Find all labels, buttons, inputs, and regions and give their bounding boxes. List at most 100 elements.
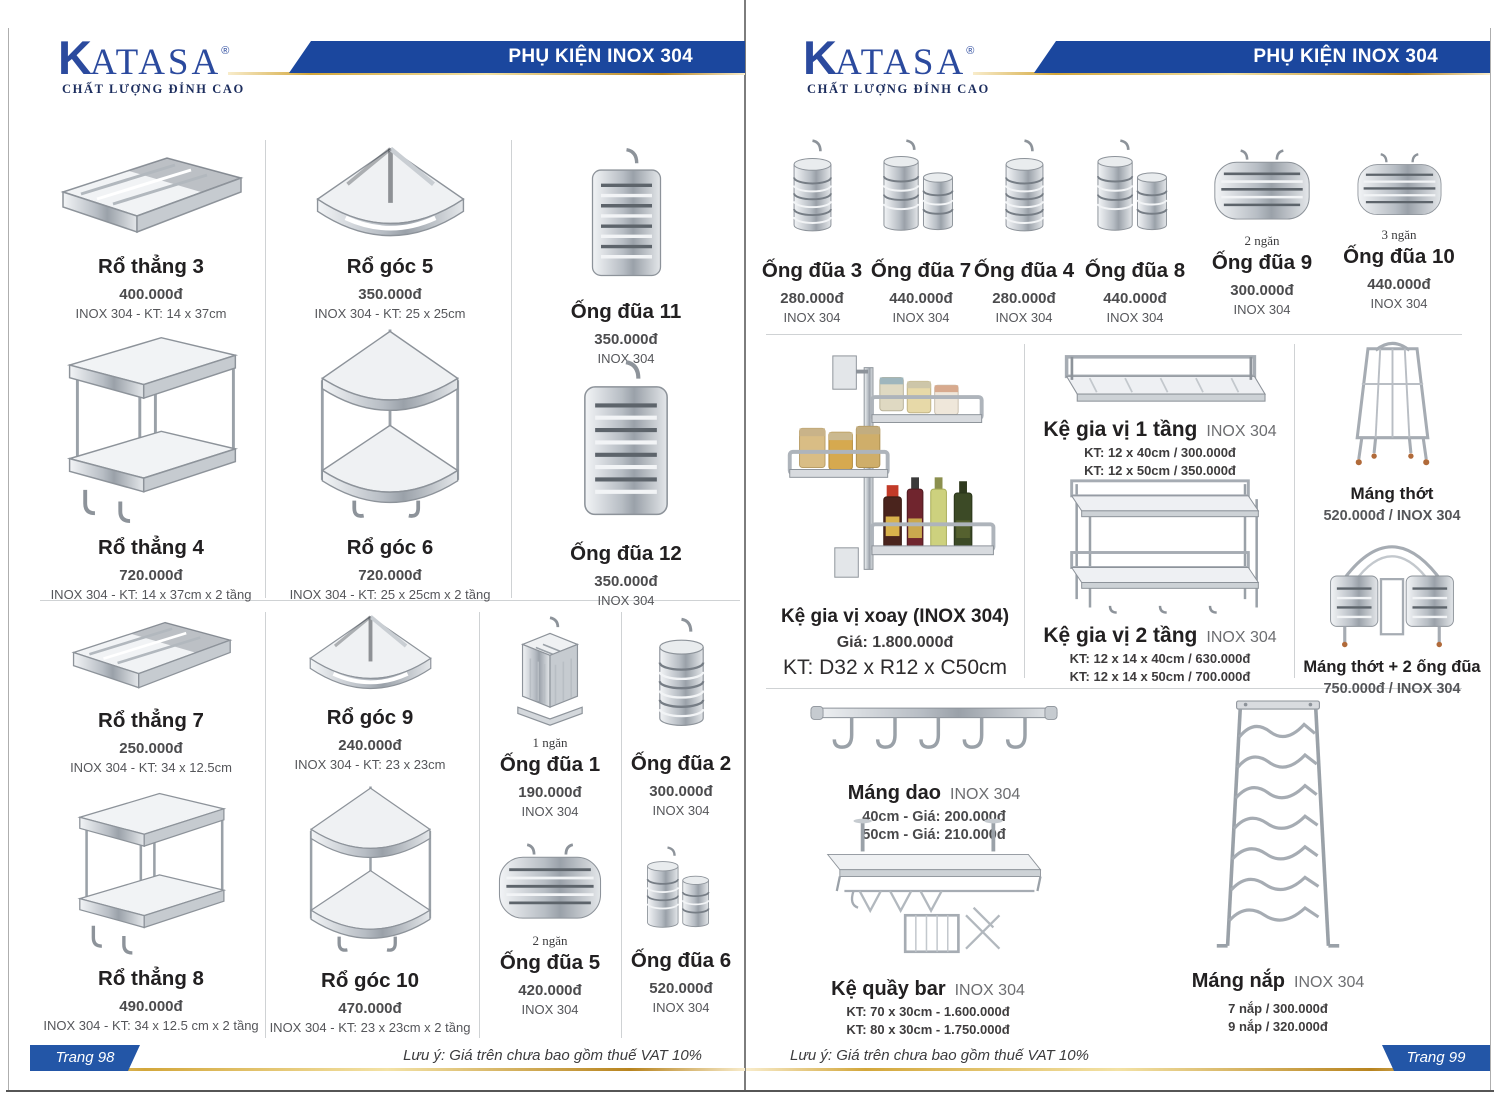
- product-spec: KT: D32 x R12 x C50cm: [782, 656, 1008, 679]
- cutting-board-rack-image: [1331, 338, 1454, 476]
- double-cylinder-holder-image: [872, 138, 971, 250]
- header-gold-line: [973, 72, 1490, 75]
- knife-hook-rail-image: [804, 696, 1064, 774]
- header-gold-line: [228, 72, 745, 75]
- product-spec: INOX 304 - KT: 34 x 12.5cm: [70, 760, 232, 775]
- product-spec-line: KT: 12 x 50cm / 350.000đ: [1084, 463, 1236, 478]
- product-card-ke-gia-vi-2-tang: Kệ gia vị 2 tầng INOX 304 KT: 12 x 14 x …: [1032, 474, 1288, 684]
- product-card-ong-dua-5: 2 ngăn Ống đũa 5 420.000đ INOX 304: [486, 842, 614, 1017]
- two-tier-corner-tray-image: [288, 778, 453, 960]
- corner-tray-image: [297, 143, 484, 246]
- page-number-tab: Trang 98: [30, 1045, 140, 1071]
- cylinder-chopstick-holder-image: [635, 616, 728, 748]
- divider: [511, 140, 512, 598]
- product-spec: INOX 304: [995, 310, 1053, 325]
- product-spec: INOX 304 - KT: 23 x 23cm x 2 tầng: [269, 1020, 471, 1035]
- product-name: Ống đũa 4: [973, 259, 1075, 282]
- divider: [621, 612, 622, 1038]
- product-price: 400.000đ: [119, 286, 183, 303]
- product-name: Kệ gia vị 2 tầng: [1043, 624, 1198, 647]
- double-cylinder-holder-image: [1086, 138, 1185, 250]
- product-spec-line: KT: 12 x 40cm / 300.000đ: [1084, 445, 1236, 460]
- product-name: Rổ thẳng 3: [98, 255, 204, 278]
- product-spec: INOX 304: [652, 803, 710, 818]
- product-name: Ống đũa 2: [630, 752, 732, 775]
- product-name: Kệ gia vị 1 tầng: [1043, 418, 1198, 441]
- lid-rack-image: [1206, 692, 1350, 962]
- product-name: Rổ góc 10: [321, 969, 419, 992]
- product-spec-line: 9 nắp / 320.000đ: [1228, 1019, 1328, 1034]
- compartment-caption: 3 ngăn: [1381, 227, 1417, 242]
- product-price: 720.000đ: [119, 567, 183, 584]
- product-card-ro-goc-6: Rổ góc 6 720.000đ INOX 304 - KT: 25 x 25…: [284, 320, 496, 602]
- product-name: Ống đũa 9: [1211, 251, 1313, 274]
- page-number-tab: Trang 99: [1382, 1045, 1490, 1071]
- product-name: Máng nắp: [1191, 970, 1286, 992]
- brand-tagline: CHẤT LƯỢNG ĐỈNH CAO: [62, 82, 245, 96]
- product-price: 300.000đ: [1230, 282, 1294, 299]
- product-spec: INOX 304: [597, 593, 655, 608]
- product-name: Rổ góc 5: [346, 255, 434, 278]
- product-card-ong-dua-9: 2 ngăn Ống đũa 9 300.000đ INOX 304: [1196, 148, 1328, 317]
- product-price: 240.000đ: [338, 737, 402, 754]
- product-price: 250.000đ: [119, 740, 183, 757]
- one-tier-spice-shelf-image: [1054, 348, 1267, 410]
- product-spec: INOX 304 - KT: 23 x 23cm: [294, 757, 446, 772]
- divider: [479, 612, 480, 1038]
- product-name: Ống đũa 8: [1084, 259, 1186, 282]
- product-spec-line: 7 nắp / 300.000đ: [1228, 1001, 1328, 1016]
- basket-chopstick-holder-image: [1351, 152, 1448, 226]
- product-price: 420.000đ: [518, 982, 582, 999]
- board-rack-with-holders-image: [1313, 524, 1471, 650]
- product-card-ro-goc-10: Rổ góc 10 470.000đ INOX 304 - KT: 23 x 2…: [269, 778, 471, 1035]
- divider: [766, 334, 1462, 335]
- product-price: 190.000đ: [518, 784, 582, 801]
- product-spec: INOX 304 - KT: 34 x 12.5 cm x 2 tầng: [43, 1018, 259, 1033]
- product-card-ong-dua-2: Ống đũa 2 300.000đ INOX 304: [628, 616, 734, 818]
- double-cylinder-holder-image: [637, 845, 725, 945]
- product-card-ro-thang-3: Rổ thẳng 3 400.000đ INOX 304 - KT: 14 x …: [42, 146, 260, 321]
- product-card-mang-thot-2-ong-dua: Máng thớt + 2 ống đũa 750.000đ / INOX 30…: [1298, 524, 1486, 697]
- product-price: Giá: 1.800.000đ: [836, 634, 954, 651]
- cylinder-chopstick-holder-image: [985, 138, 1064, 250]
- product-name: Ống đũa 6: [630, 949, 732, 972]
- square-chopstick-holder-image: [499, 616, 601, 734]
- registered-mark-icon: ®: [221, 45, 230, 57]
- page-right-edge: [1490, 28, 1491, 1090]
- material-label: INOX 304: [950, 786, 1021, 803]
- compartment-caption: 2 ngăn: [1244, 233, 1280, 248]
- product-spec: INOX 304 - KT: 25 x 25cm x 2 tầng: [289, 587, 491, 602]
- product-name: Máng thớt + 2 ống đũa: [1303, 658, 1481, 676]
- page-left-edge: [8, 28, 9, 1090]
- chopstick-holder-image: [554, 358, 698, 533]
- divider: [265, 612, 266, 1038]
- material-label: INOX 304: [1206, 423, 1277, 440]
- product-price: 350.000đ: [594, 573, 658, 590]
- product-spec: INOX 304: [1233, 302, 1291, 317]
- product-name: Rổ thẳng 8: [98, 967, 204, 990]
- compartment-caption: 2 ngăn: [532, 933, 568, 948]
- logo-wordmark: ATASA: [89, 42, 222, 83]
- product-spec: INOX 304 - KT: 14 x 37cm: [75, 306, 227, 321]
- product-price: 470.000đ: [338, 1000, 402, 1017]
- katasa-logo: KATASA®: [803, 30, 974, 85]
- basket-chopstick-holder-image: [491, 842, 609, 932]
- product-card-ro-thang-8: Rổ thẳng 8 490.000đ INOX 304 - KT: 34 x …: [42, 780, 260, 1033]
- product-spec-line: KT: 80 x 30cm - 1.750.000đ: [846, 1022, 1010, 1037]
- product-spec: INOX 304 - KT: 25 x 25cm: [314, 306, 466, 321]
- vat-note: Lưu ý: Giá trên chưa bao gồm thuế VAT 10…: [403, 1047, 702, 1064]
- product-price: 350.000đ: [358, 286, 422, 303]
- product-price: 350.000đ: [594, 331, 658, 348]
- product-name: Ống đũa 10: [1343, 245, 1455, 268]
- product-card-ong-dua-12: Ống đũa 12 350.000đ INOX 304: [520, 358, 732, 608]
- product-name-row: Kệ gia vị 1 tầng INOX 304: [1043, 418, 1276, 442]
- hanging-bar-rack-image: [814, 818, 1042, 970]
- wire-tray-image: [51, 146, 251, 246]
- product-spec: INOX 304: [652, 1000, 710, 1015]
- product-price: 280.000đ: [992, 290, 1056, 307]
- material-label: INOX 304: [954, 982, 1025, 999]
- product-spec: INOX 304: [1106, 310, 1164, 325]
- compartment-caption: 1 ngăn: [532, 735, 568, 750]
- product-card-ong-dua-8: Ống đũa 8 440.000đ INOX 304: [1078, 138, 1192, 325]
- product-card-ke-quay-bar: Kệ quầy bar INOX 304 KT: 70 x 30cm - 1.6…: [778, 818, 1078, 1037]
